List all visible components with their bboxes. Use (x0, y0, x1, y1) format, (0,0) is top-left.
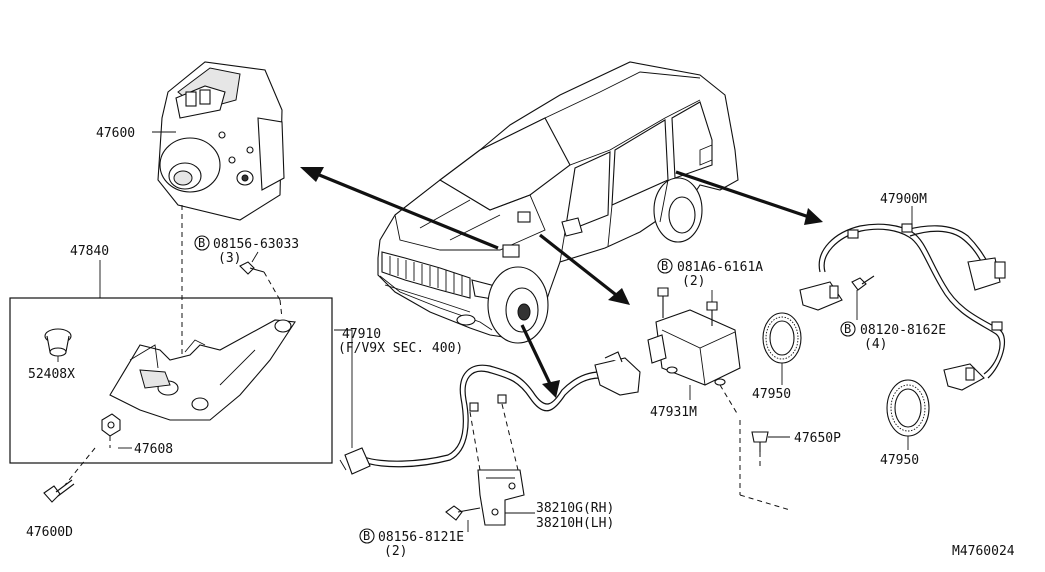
bolt-marker-4: B (844, 322, 851, 336)
diagram-id: M4760024 (952, 544, 1015, 559)
bracket-assembly-box (9, 260, 333, 464)
label-47600d: 47600D (26, 525, 73, 540)
label-bolt4-qty: (4) (864, 337, 887, 352)
label-38210h: 38210H(LH) (536, 516, 614, 531)
bolt-marker-2: B (363, 529, 370, 543)
label-bolt2-qty: (2) (384, 544, 407, 559)
label-47950-b: 47950 (880, 453, 919, 468)
bolt-47600d (43, 447, 96, 503)
sensor-rotor-ring-front (762, 312, 802, 385)
sensor-rotor-ring-rear (886, 379, 930, 450)
label-47608: 47608 (134, 442, 173, 457)
label-47840: 47840 (70, 244, 109, 259)
label-38210g: 38210G(RH) (536, 501, 614, 516)
bolt-08120-8162e: B (840, 321, 856, 337)
location-arrows (300, 167, 823, 398)
vehicle-illustration (377, 61, 739, 344)
label-47650p: 47650P (794, 431, 841, 446)
label-bolt3-qty: (2) (682, 274, 705, 289)
label-47950-a: 47950 (752, 387, 791, 402)
bolt-08156-8121e: B (359, 528, 375, 544)
label-47900m: 47900M (880, 192, 927, 207)
label-bolt2-code: 08156-8121E (378, 530, 464, 545)
label-47600: 47600 (96, 126, 135, 141)
label-47910: 47910 (342, 327, 381, 342)
front-wheel-sensor-harness (334, 329, 641, 475)
abs-actuator-unit (157, 61, 285, 355)
label-bolt1-qty: (3) (218, 251, 241, 266)
bolt-08156-63033: B (194, 235, 283, 319)
label-47931m: 47931M (650, 405, 697, 420)
label-bolt1-code: 08156-63033 (213, 237, 299, 252)
label-bolt3-code: 081A6-6161A (677, 260, 763, 275)
bolt-marker-3: B (661, 259, 668, 273)
sensor-bracket-38210 (445, 403, 535, 532)
label-52408x: 52408X (28, 367, 75, 382)
label-bolt4-code: 08120-8162E (860, 323, 946, 338)
clip-47650p (739, 420, 791, 511)
rear-sensor-harness (799, 206, 1006, 391)
bolt-marker-1: B (198, 236, 205, 250)
yaw-rate-sensor-unit: B (647, 258, 741, 416)
label-47910-note: (F/V9X SEC. 400) (338, 341, 463, 356)
